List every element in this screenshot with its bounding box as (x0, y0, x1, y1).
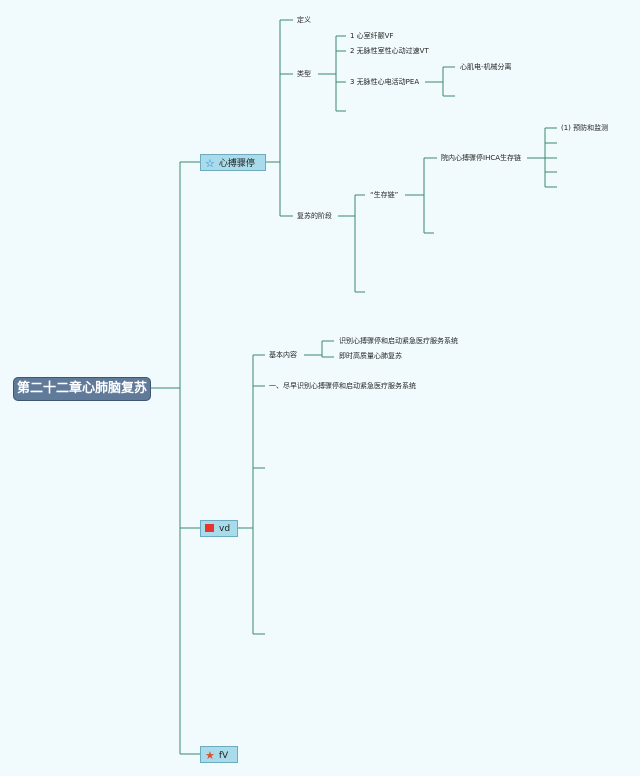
branch-cardiac-arrest[interactable]: ☆心搏骤停 (200, 154, 266, 171)
branch-label: 心搏骤停 (218, 159, 255, 169)
topic-section-one[interactable]: 一、尽早识别心搏骤停和启动紧急医疗服务系统 (269, 382, 416, 390)
topic-basic[interactable]: 基本内容 (269, 351, 297, 359)
topic-recognize[interactable]: 识别心搏骤停和启动紧急医疗服务系统 (339, 337, 458, 345)
topic-cpr[interactable]: 即时高质量心肺复苏 (339, 352, 402, 360)
topic-definition[interactable]: 定义 (297, 16, 311, 24)
root-topic[interactable]: 第二十二章心肺脑复苏 (13, 377, 151, 401)
orange-star-icon: ★ (205, 749, 215, 762)
topic-survival-chain[interactable]: “生存链” (370, 191, 399, 199)
branch-fv[interactable]: ★fV (200, 746, 238, 763)
topic-stage[interactable]: 复苏的阶段 (297, 212, 332, 220)
topic-type-vt[interactable]: 2 无脉性室性心动过速VT (350, 47, 429, 55)
red-flag-icon (205, 523, 214, 532)
topic-type-vf[interactable]: 1 心室纤颤VF (350, 32, 394, 40)
branch-label: vd (219, 524, 231, 534)
branch-label: fV (218, 751, 229, 761)
topic-type-pea[interactable]: 3 无脉性心电活动PEA (350, 78, 420, 86)
topic-prevention[interactable]: (1) 预防和监测 (561, 124, 609, 132)
topic-emd[interactable]: 心肌电-机械分离 (460, 63, 512, 71)
topic-type[interactable]: 类型 (297, 70, 311, 78)
branch-vd[interactable]: vd (200, 520, 238, 537)
topic-ihca-chain[interactable]: 院内心搏骤停IHCA生存链 (441, 154, 522, 162)
star-outline-icon: ☆ (205, 157, 215, 170)
